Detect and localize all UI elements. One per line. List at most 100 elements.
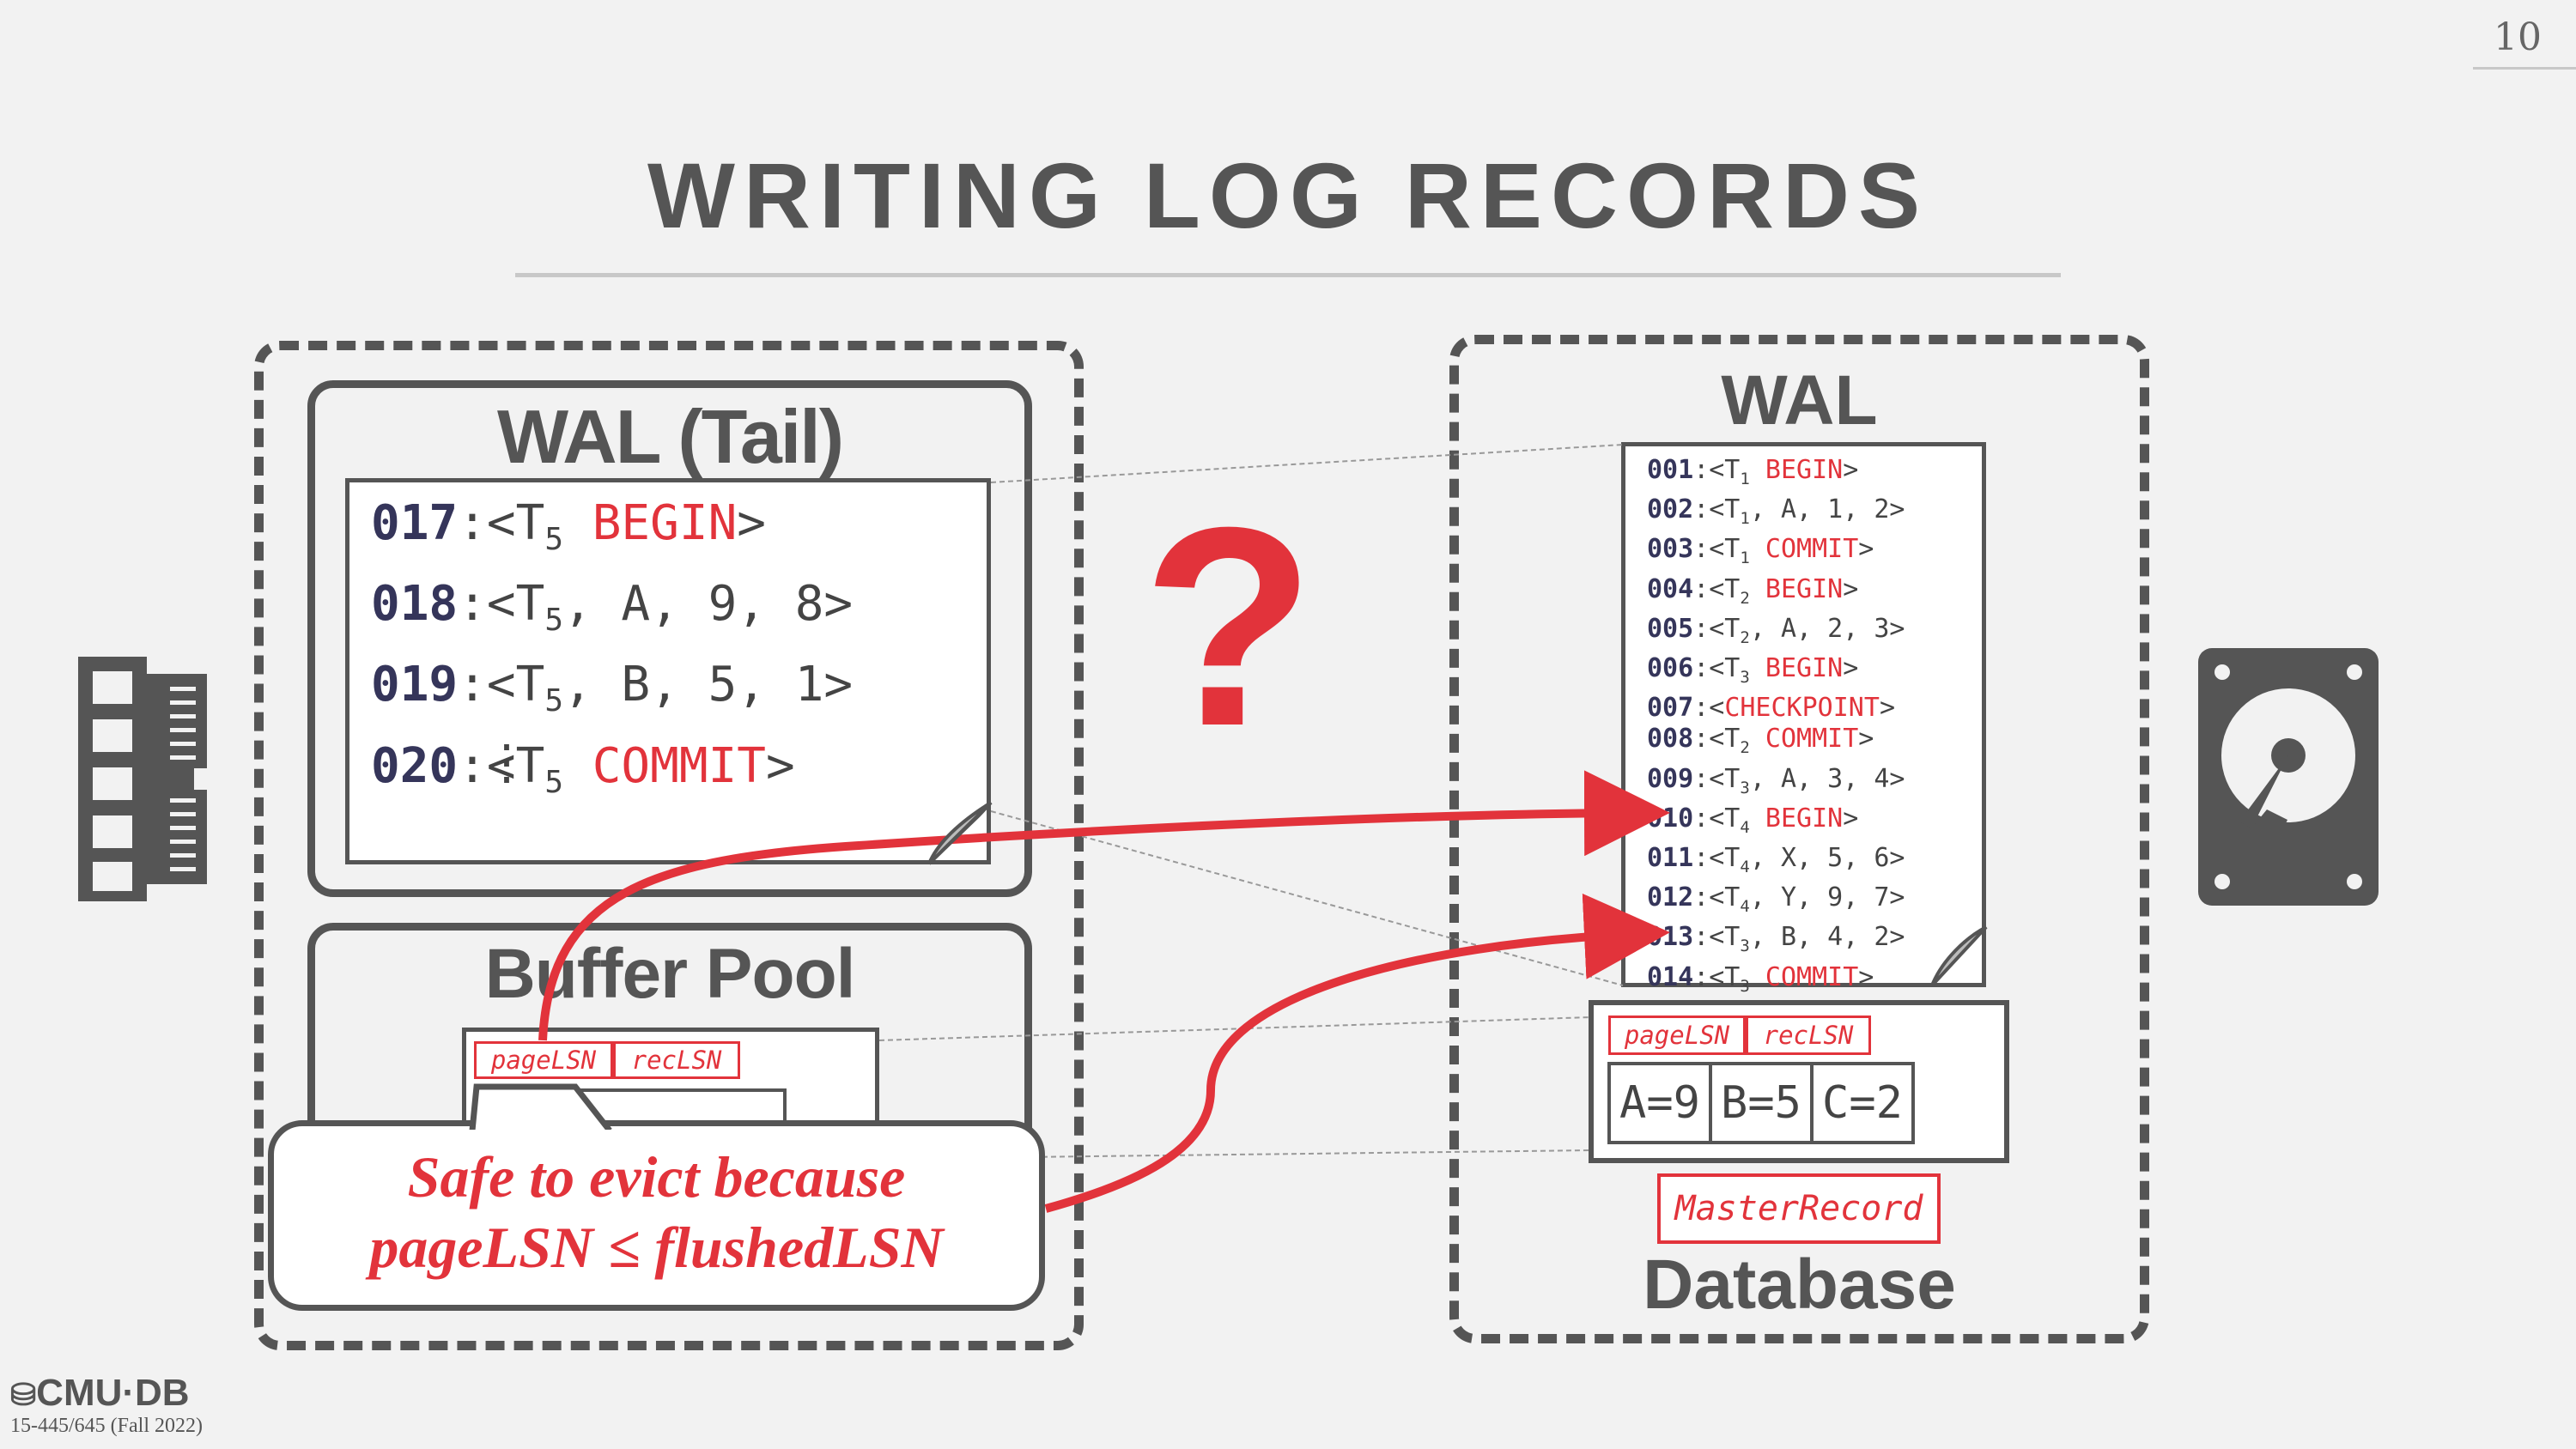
record-open: :<T — [1693, 843, 1741, 874]
record-txn-id: 2 — [1740, 588, 1750, 608]
record-open: :<T — [1693, 494, 1741, 525]
callout-box — [268, 1120, 1045, 1311]
wal-tail-record: 017:<T5 BEGIN> — [371, 491, 853, 572]
record-txn-id: 4 — [1740, 858, 1750, 877]
record-open: :<T — [1693, 573, 1741, 604]
record-txn-id: 4 — [1740, 817, 1750, 837]
connector-page-top — [878, 1016, 1591, 1041]
record-lsn: 007 — [1647, 693, 1694, 724]
record-body: > — [1858, 534, 1874, 565]
record-lsn: 003 — [1647, 534, 1694, 565]
wal-fold-icon — [1930, 925, 1988, 987]
record-open: :<T — [1693, 534, 1741, 565]
record-txn-id: 1 — [1740, 549, 1750, 568]
buffer-pool-page-lsn-tag: pageLSN — [474, 1041, 613, 1079]
wal-tail-document — [345, 478, 991, 864]
database-cell-a: A=9 — [1607, 1062, 1712, 1144]
record-body: > — [1843, 803, 1859, 834]
record-txn-id: 3 — [1740, 976, 1750, 996]
wal-tail-records: 017:<T5 BEGIN>018:<T5, A, 9, 8>019:<T5, … — [371, 491, 853, 815]
record-open: :< — [1693, 693, 1725, 724]
record-body: > — [766, 737, 795, 794]
record-txn-id: 1 — [1740, 509, 1750, 529]
record-body: , Y, 9, 7> — [1749, 882, 1905, 913]
record-body: , A, 3, 4> — [1749, 763, 1905, 794]
wal-record: 001:<T1 BEGIN> — [1647, 455, 1905, 494]
connector-wal-top — [990, 444, 1624, 483]
record-open: :<T — [458, 737, 545, 794]
record-lsn: 001 — [1647, 455, 1694, 485]
connector-page-bottom — [878, 1149, 1591, 1160]
record-body: , B, 4, 2> — [1749, 922, 1905, 953]
record-open: :<T — [1693, 803, 1741, 834]
record-txn-id: 5 — [544, 764, 563, 800]
buffer-pool-rec-lsn-tag: recLSN — [613, 1041, 740, 1079]
record-txn-id: 3 — [1740, 778, 1750, 797]
record-lsn: 008 — [1647, 724, 1694, 755]
record-keyword: BEGIN — [1749, 573, 1844, 604]
record-open: :<T — [1693, 922, 1741, 953]
record-open: :<T — [1693, 653, 1741, 684]
record-body: > — [1858, 961, 1874, 992]
record-body: , B, 5, 1> — [563, 657, 854, 713]
wal-record: 003:<T1 COMMIT> — [1647, 534, 1905, 573]
record-lsn: 006 — [1647, 653, 1694, 684]
wal-tail-title: WAL (Tail) — [496, 394, 844, 479]
record-keyword: COMMIT — [1749, 534, 1859, 565]
record-open: :<T — [1693, 455, 1741, 485]
record-keyword: CHECKPOINT — [1724, 693, 1880, 724]
database-cell-b: B=5 — [1709, 1062, 1814, 1144]
record-body: , A, 9, 8> — [563, 576, 854, 633]
database-title: Database — [1643, 1246, 1956, 1324]
slide-number-rule — [2473, 67, 2576, 70]
record-open: :<T — [458, 576, 545, 633]
memory-container — [254, 341, 1084, 1350]
record-keyword: COMMIT — [563, 737, 767, 794]
connector-wal-bottom — [990, 810, 1624, 986]
wal-tail-record: 019:<T5, B, 5, 1> — [371, 652, 853, 733]
slide-number: 10 — [2494, 15, 2542, 59]
record-body: , A, 1, 2> — [1749, 494, 1905, 525]
wal-record: 006:<T3 BEGIN> — [1647, 653, 1905, 693]
record-keyword: BEGIN — [1749, 803, 1844, 834]
wal-tail-record: 018:<T5, A, 9, 8> — [371, 572, 853, 652]
database-cell-c: C=2 — [1810, 1062, 1915, 1144]
record-txn-id: 2 — [1740, 627, 1750, 647]
record-lsn: 017 — [371, 495, 459, 551]
wal-record: 005:<T2, A, 2, 3> — [1647, 614, 1905, 653]
record-keyword: BEGIN — [563, 495, 738, 551]
record-txn-id: 5 — [544, 683, 563, 719]
record-keyword: COMMIT — [1749, 961, 1859, 992]
record-lsn: 020 — [371, 737, 459, 794]
record-body: > — [1879, 693, 1895, 724]
wal-document — [1621, 442, 1986, 987]
record-body: > — [1843, 573, 1859, 604]
record-open: :<T — [1693, 763, 1741, 794]
wal-record: 002:<T1, A, 1, 2> — [1647, 494, 1905, 534]
record-body: > — [1843, 455, 1859, 485]
slide-title: WRITING LOG RECORDS — [647, 143, 1929, 247]
wal-records: 001:<T1 BEGIN>002:<T1, A, 1, 2>003:<T1 C… — [1647, 455, 1905, 1081]
record-body: , X, 5, 6> — [1749, 843, 1905, 874]
wal-tail-ellipsis: ⋮ — [483, 735, 531, 789]
record-open: :<T — [1693, 882, 1741, 913]
title-rule — [515, 273, 2061, 277]
disk-container — [1449, 335, 2149, 1343]
record-body: , A, 2, 3> — [1749, 613, 1905, 644]
question-mark: ? — [1142, 468, 1315, 785]
wal-record: 007:<CHECKPOINT> — [1647, 693, 1905, 724]
record-open: :<T — [458, 657, 545, 713]
record-lsn: 004 — [1647, 573, 1694, 604]
record-open: :<T — [1693, 724, 1741, 755]
record-txn-id: 5 — [544, 603, 563, 639]
callout-line-2: pageLSN ≤ flushedLSN — [369, 1215, 944, 1280]
record-body: > — [1858, 724, 1874, 755]
record-txn-id: 2 — [1740, 738, 1750, 758]
callout-pointer — [468, 1083, 614, 1135]
record-keyword: COMMIT — [1749, 724, 1859, 755]
wal-tail-record: 020:<T5 COMMIT> — [371, 734, 853, 815]
record-open: :<T — [458, 495, 545, 551]
wal-record: 010:<T4 BEGIN> — [1647, 803, 1905, 843]
wal-record: 008:<T2 COMMIT> — [1647, 724, 1905, 763]
